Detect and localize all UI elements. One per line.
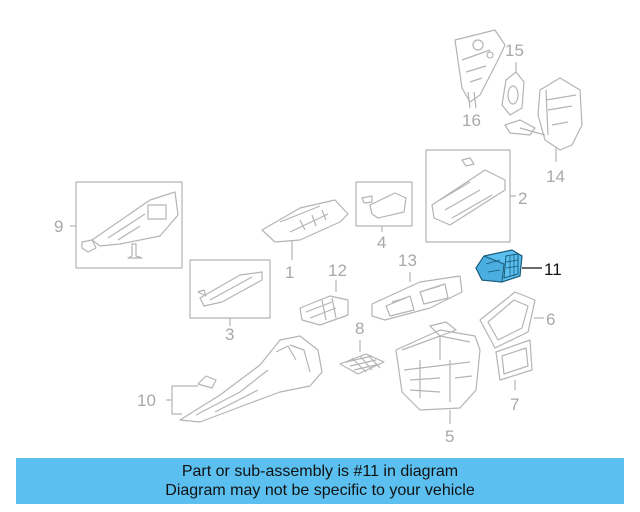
part-14-side-panel xyxy=(504,77,583,162)
callout-5: 5 xyxy=(445,427,454,446)
callout-2: 2 xyxy=(518,189,527,208)
info-banner: Part or sub-assembly is #11 in diagram D… xyxy=(16,458,624,504)
callout-6: 6 xyxy=(546,310,555,329)
callout-1: 1 xyxy=(285,263,294,282)
part-3-box xyxy=(189,259,271,326)
part-9-box xyxy=(70,181,183,269)
callout-14: 14 xyxy=(546,167,565,186)
part-13-vent-assembly xyxy=(371,272,463,321)
callout-10: 10 xyxy=(137,391,156,410)
callout-4: 4 xyxy=(377,233,386,252)
part-15-bracket xyxy=(501,62,525,116)
callout-8: 8 xyxy=(355,319,364,338)
part-6-frame xyxy=(479,291,544,349)
part-16-trim-panel xyxy=(454,29,506,109)
part-11-highlighted-vent[interactable] xyxy=(475,249,523,283)
callout-7: 7 xyxy=(510,395,519,414)
part-10-lower-trim xyxy=(166,335,323,423)
banner-line-2: Diagram may not be specific to your vehi… xyxy=(165,482,475,499)
callout-15: 15 xyxy=(505,41,524,60)
callout-12: 12 xyxy=(328,261,347,280)
part-1-upper-cover xyxy=(261,199,349,260)
part-8-mat xyxy=(339,340,385,375)
part-12-vent xyxy=(299,280,349,326)
banner-line-1: Part or sub-assembly is #11 in diagram xyxy=(181,463,459,480)
part-4-box xyxy=(355,181,413,232)
callout-13: 13 xyxy=(398,251,417,270)
callout-9: 9 xyxy=(54,217,63,236)
callout-16: 16 xyxy=(462,111,481,130)
callout-3: 3 xyxy=(225,325,234,344)
part-7-bin xyxy=(495,339,533,390)
part-2-box xyxy=(425,149,516,243)
part-5-center-console xyxy=(395,321,481,424)
callout-11: 11 xyxy=(544,260,562,279)
